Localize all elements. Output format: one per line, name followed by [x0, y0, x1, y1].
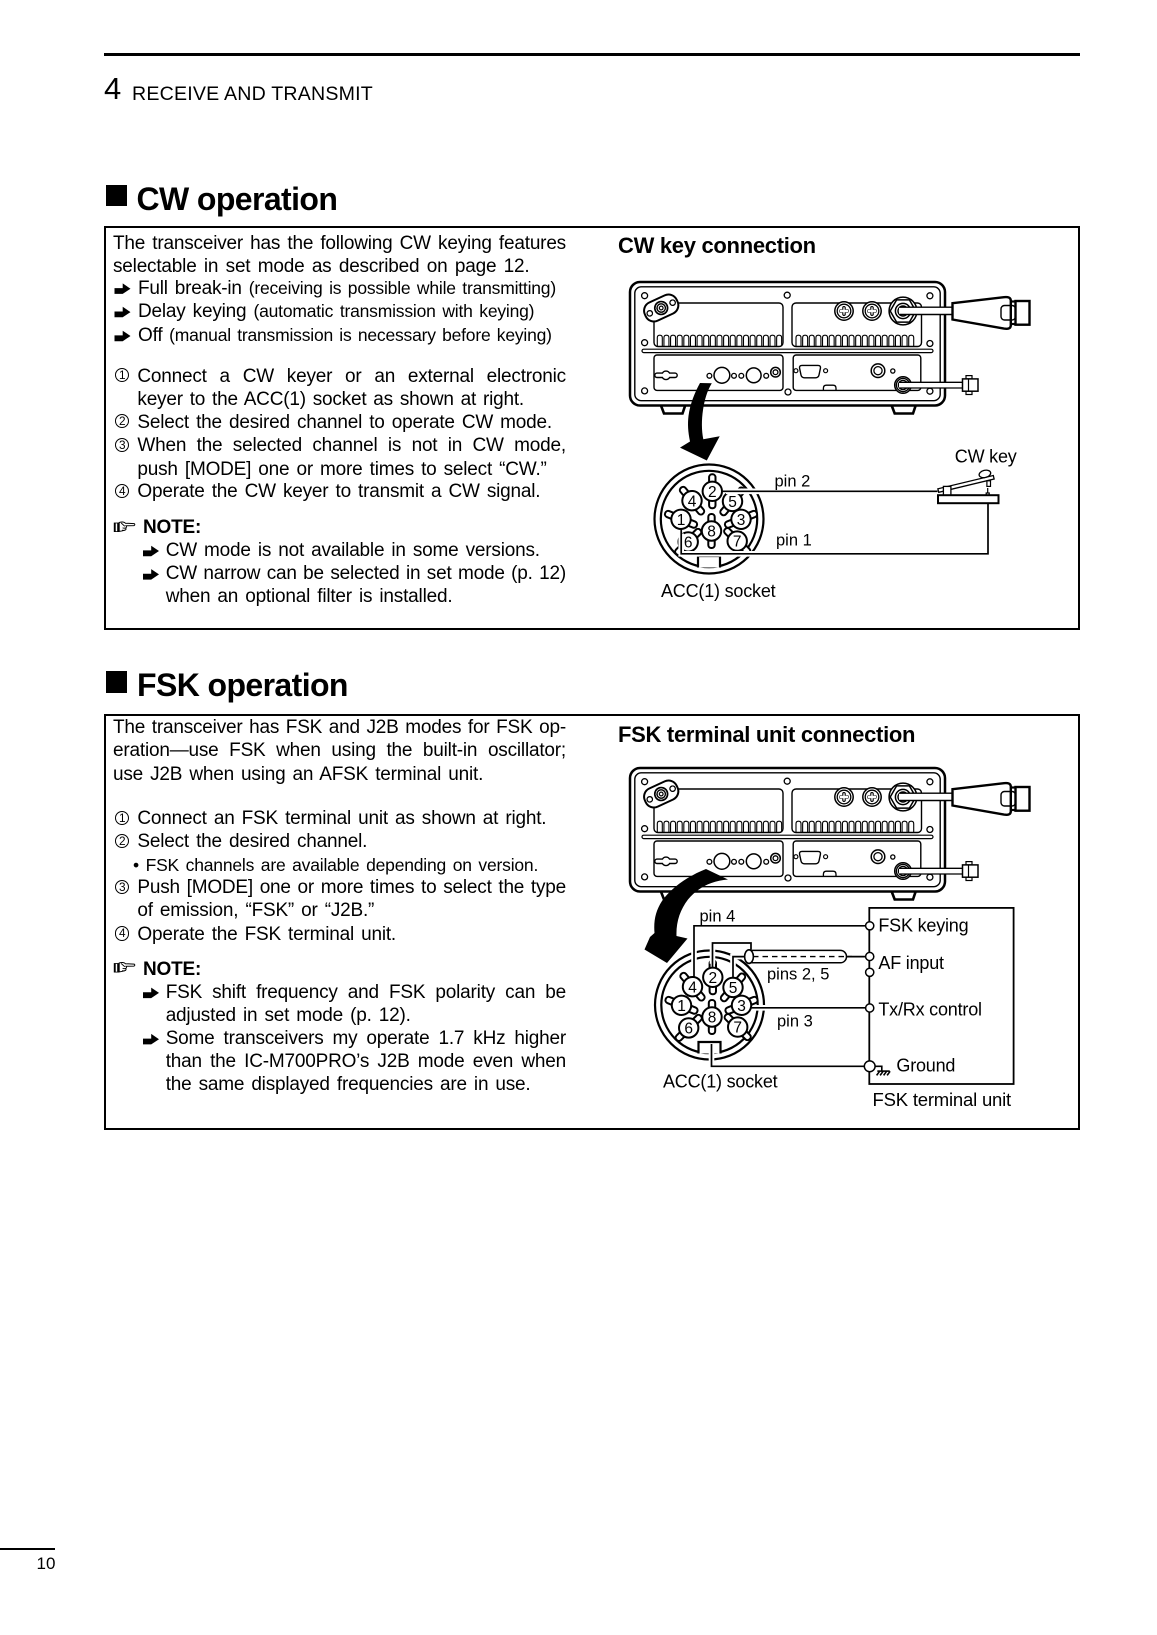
svg-text:CW key: CW key [955, 446, 1017, 466]
svg-text:ACC(1) socket: ACC(1) socket [661, 581, 776, 601]
svg-text:Ground: Ground [896, 1056, 955, 1076]
svg-text:pins 2, 5: pins 2, 5 [767, 966, 829, 984]
svg-text:pin 3: pin 3 [777, 1012, 813, 1030]
svg-text:Tx/Rx control: Tx/Rx control [878, 1000, 981, 1020]
svg-text:AF input: AF input [878, 953, 944, 973]
svg-text:pin 4: pin 4 [700, 908, 736, 926]
svg-text:FSK terminal unit: FSK terminal unit [873, 1089, 1012, 1110]
svg-text:FSK keying: FSK keying [878, 916, 968, 936]
svg-text:ACC(1) socket: ACC(1) socket [663, 1072, 778, 1092]
svg-text:pin 1: pin 1 [776, 532, 812, 550]
svg-text:pin 2: pin 2 [775, 473, 811, 491]
